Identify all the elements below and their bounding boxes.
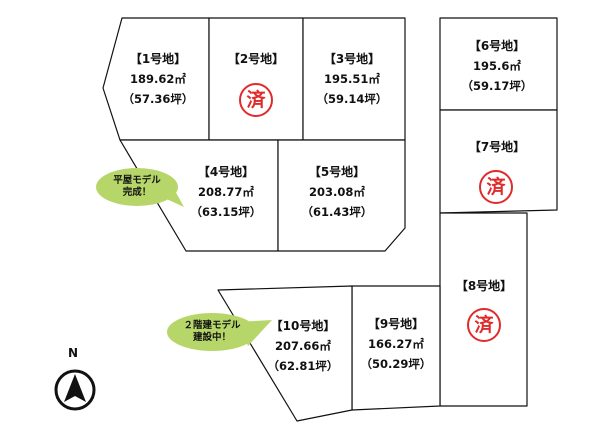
lot-7-label[interactable]: 【7号地】 [469,139,525,155]
callout-model-1-text: 平屋モデル 完成！ [113,175,161,199]
callout-model-2-text: ２階建モデル 建設中！ [183,320,240,344]
lot-5-tsubo: （61.43坪） [301,205,373,219]
lot-10-shape [217,285,353,422]
lot-5-label[interactable]: 【5号地】 203.08㎡ （61.43坪） [302,164,373,220]
lot-4-label[interactable]: 【4号地】 208.77㎡ （63.15坪） [191,164,262,220]
callout-model-2-line2: 建設中！ [192,332,232,343]
callout-model-2 [167,313,272,351]
lot-6-name: 【6号地】 [468,39,526,53]
lot-5-name: 【5号地】 [308,165,366,179]
lot-4-tsubo: （63.15坪） [190,205,262,219]
lot-9-area: 166.27㎡ [368,337,424,351]
lot-5-shape [277,139,406,252]
lot-7-sold-badge: 済 [479,170,513,204]
lot-1-area: 189.62㎡ [130,72,186,86]
lot-3-area: 195.51㎡ [324,72,380,86]
lot-2-shape [208,17,304,141]
lot-6-tsubo: （59.17坪） [461,79,533,93]
lot-10-label[interactable]: 【10号地】 207.66㎡ （62.81坪） [268,318,339,374]
north-label: N [68,346,79,360]
lot-1-label[interactable]: 【1号地】 189.62㎡ （57.36坪） [123,51,194,107]
lot-1-name: 【1号地】 [129,52,187,66]
lot-4-name: 【4号地】 [197,165,255,179]
callout-model-1-line2: 完成！ [122,187,152,198]
lot-9-label[interactable]: 【9号地】 166.27㎡ （50.29坪） [361,316,432,372]
lot-8-name: 【8号地】 [455,279,513,293]
lot-7-shape [439,109,558,214]
lot-6-label[interactable]: 【6号地】 195.6㎡ （59.17坪） [462,38,533,94]
callout-model-2-line1: ２階建モデル [183,320,241,331]
lot-3-tsubo: （59.14坪） [316,92,388,106]
lot-6-area: 195.6㎡ [473,59,521,73]
lot-4-area: 208.77㎡ [198,185,254,199]
lot-3-label[interactable]: 【3号地】 195.51㎡ （59.14坪） [317,51,388,107]
lot-2-name: 【2号地】 [227,52,285,66]
lot-7-name: 【7号地】 [468,140,526,154]
lot-8-label[interactable]: 【8号地】 [456,278,512,294]
lot-2-sold-badge: 済 [239,83,273,117]
lot-9-name: 【9号地】 [367,317,425,331]
north-arrow-icon [54,369,96,411]
lot-9-tsubo: （50.29坪） [360,357,432,371]
lot-8-sold-badge: 済 [467,308,501,342]
lot-3-name: 【3号地】 [323,52,381,66]
callout-model-1 [96,168,184,207]
lot-2-label[interactable]: 【2号地】 [228,51,284,67]
lot-10-area: 207.66㎡ [275,339,331,353]
lot-5-area: 203.08㎡ [309,185,365,199]
callout-model-1-line1: 平屋モデル [113,175,161,186]
lot-10-name: 【10号地】 [270,319,336,333]
lot-1-tsubo: （57.36坪） [122,92,194,106]
lot-10-tsubo: （62.81坪） [267,359,339,373]
